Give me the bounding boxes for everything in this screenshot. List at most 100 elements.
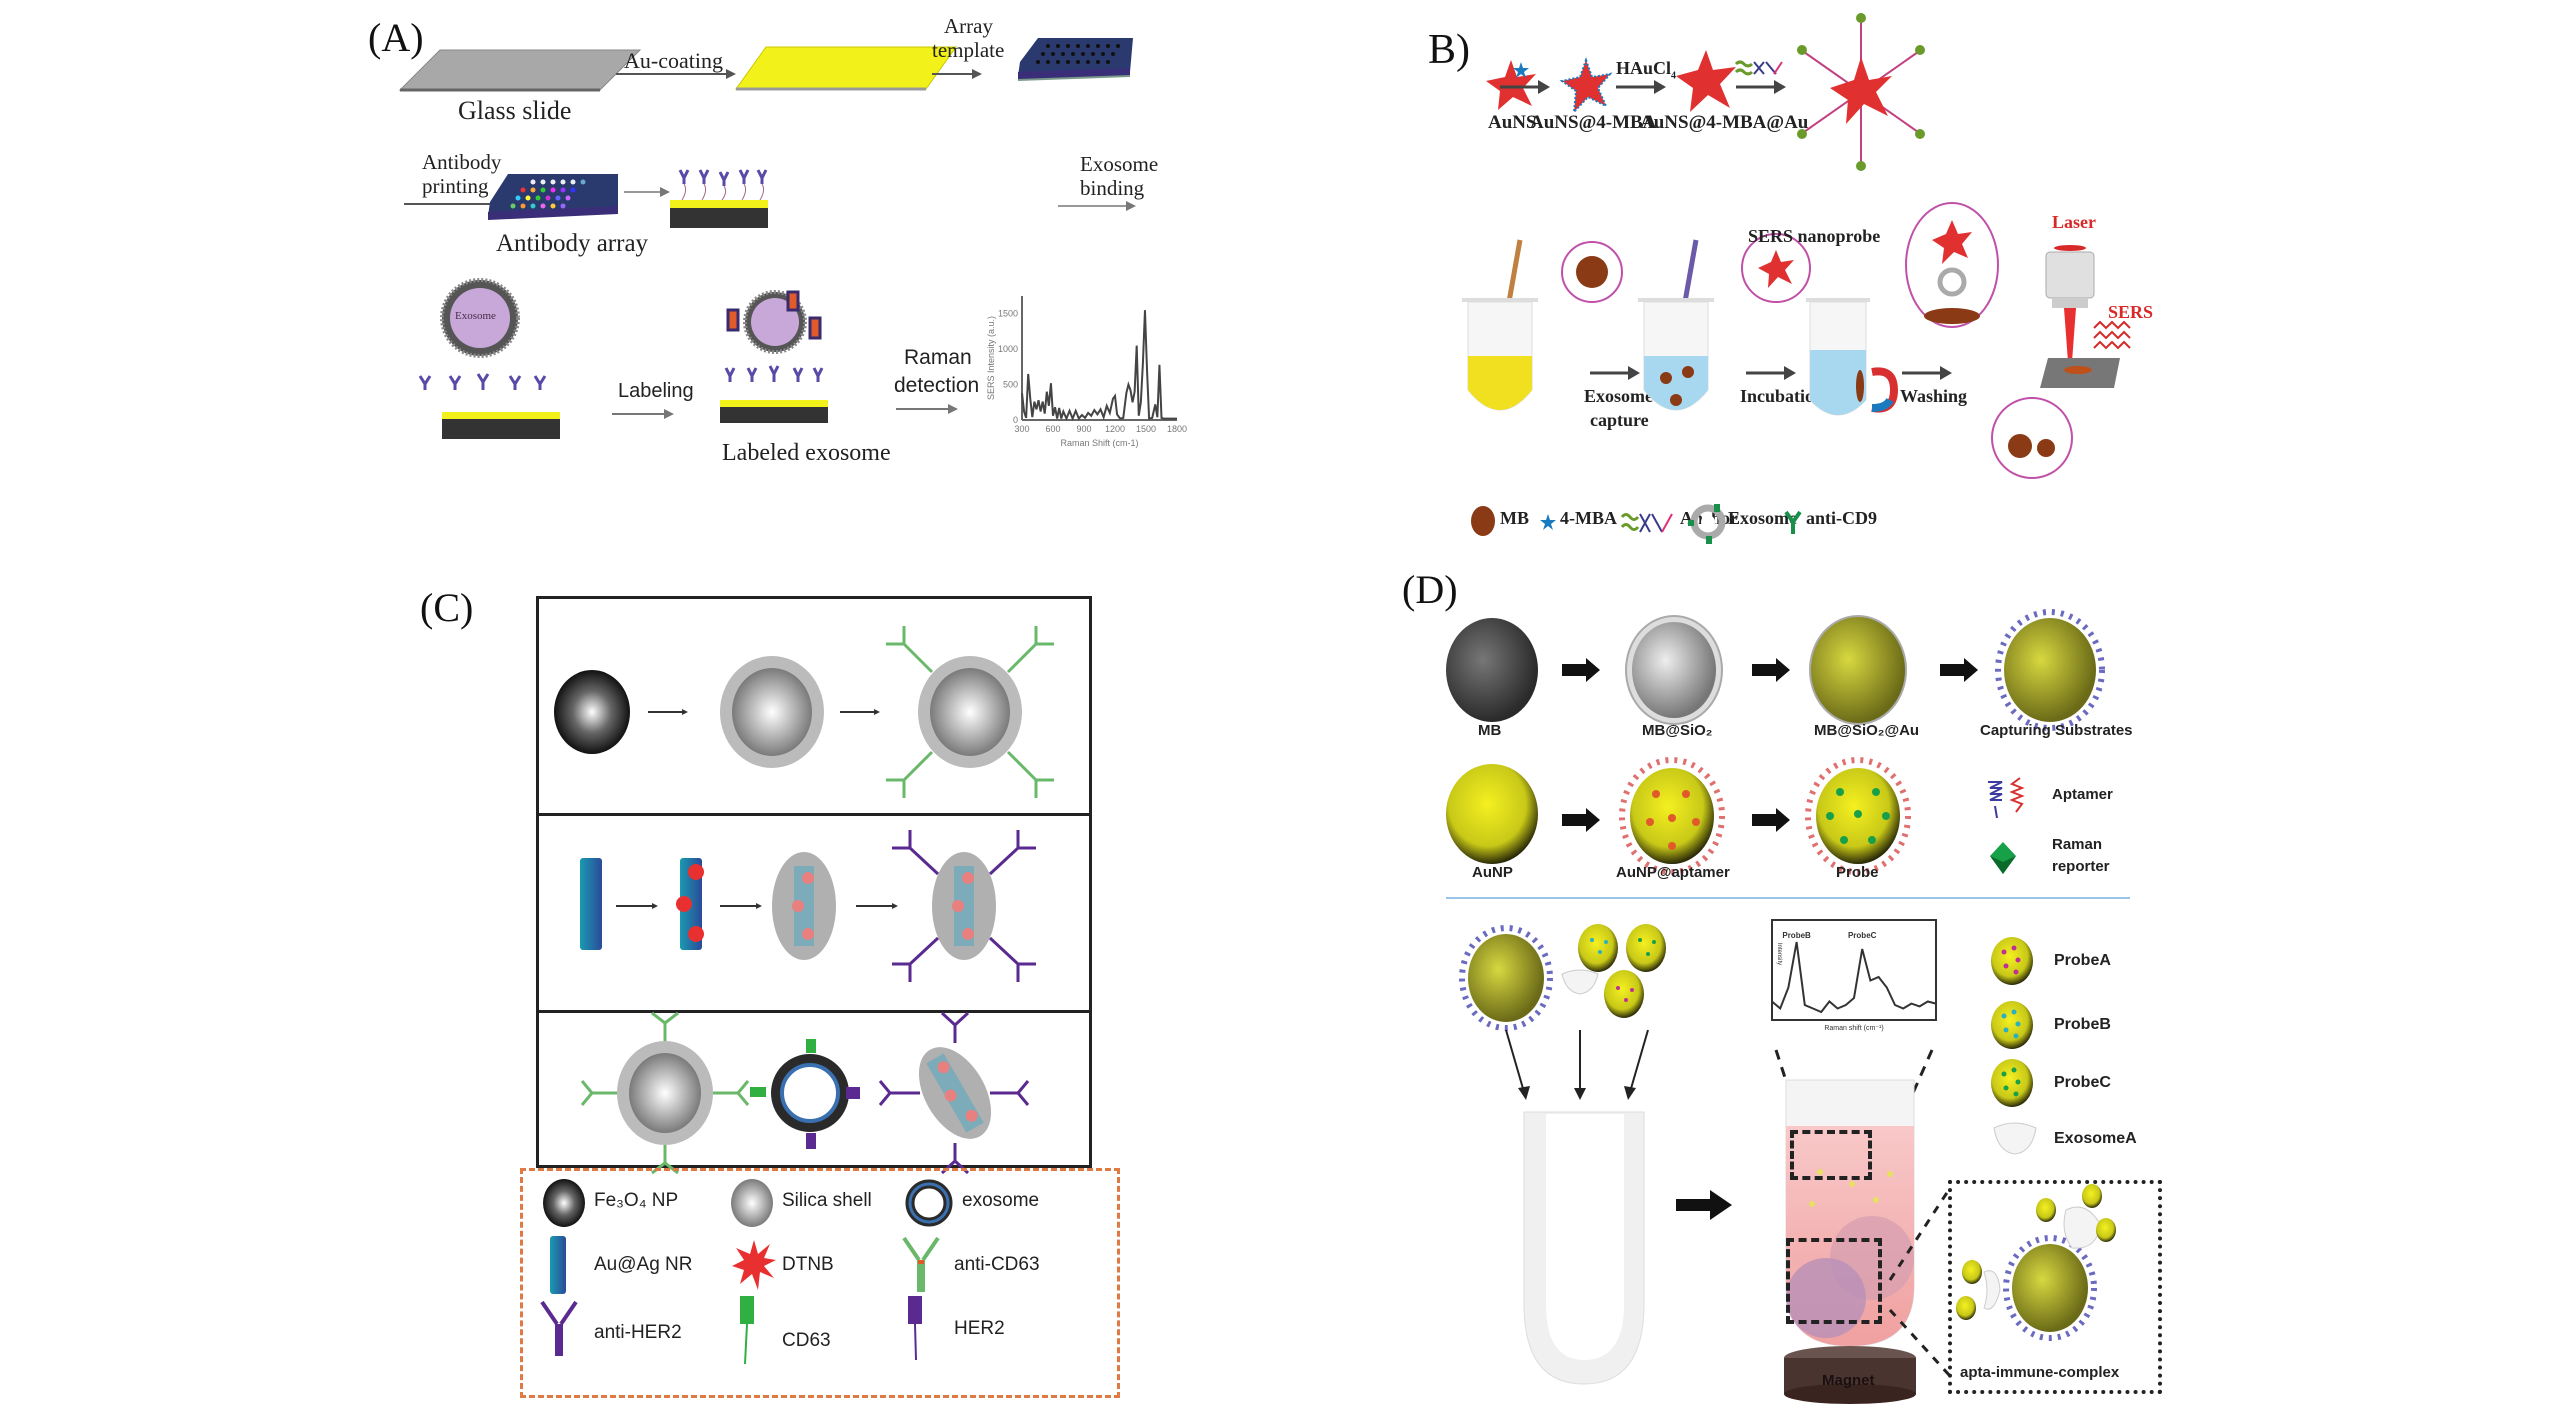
d-inputs-graphic — [1459, 924, 1666, 1031]
arrow-icon — [1616, 80, 1666, 94]
x-tick-label: 1500 — [1136, 424, 1156, 434]
exosome-text: Exosome — [455, 310, 496, 322]
legend-auag-label: Au@Ag NR — [594, 1254, 693, 1275]
x-tick-label: 900 — [1076, 424, 1091, 434]
d-legend-raman-label-1: Raman — [2052, 836, 2103, 853]
cd63-marker-icon — [740, 1296, 754, 1365]
d-label-mb-sio2-au: MB@SiO₂@Au — [1814, 722, 1920, 739]
sers-label: SERS — [2108, 302, 2154, 322]
tube-yellow-icon — [1462, 239, 1538, 411]
auns-mba-star-icon — [1559, 56, 1613, 115]
panel-b-label: B) — [1428, 27, 1470, 73]
exosome-capture-label-1: Exosome — [1584, 386, 1653, 406]
exosome-binding-label-1: Exosome — [1080, 152, 1159, 176]
fe3o4-np-icon — [543, 1179, 585, 1227]
raman-detection-label-2: detection — [894, 374, 980, 397]
apta-immune-complex-box — [1948, 1180, 2162, 1394]
exosome-binding-label-2: binding — [1080, 176, 1145, 200]
silica-shell-icon — [731, 1179, 773, 1227]
d-legend-aptamer-label: Aptamer — [2052, 786, 2113, 803]
arrow-icon — [624, 187, 670, 197]
au-coating-label: Au-coating — [624, 48, 723, 73]
y-axis-label: SERS Intensity (a.u.) — [986, 316, 996, 400]
legend-her2-label: HER2 — [954, 1318, 1005, 1339]
arrow-icon — [1058, 201, 1136, 211]
d-label-aunp: AuNP — [1472, 864, 1513, 881]
laser-label: Laser — [2052, 212, 2096, 232]
big-arrow-icon — [1676, 1190, 1732, 1220]
legend-exosome-label: Exosome — [1728, 508, 1797, 528]
spectrum-line — [1771, 941, 1937, 1014]
antibody-surface-graphic — [670, 169, 768, 228]
d-label-probe: Probe — [1836, 864, 1879, 881]
raman-detection-label-1: Raman — [904, 346, 972, 369]
panel-d-label: (D) — [1402, 567, 1458, 612]
auns-mba-au-star-icon — [1676, 50, 1736, 112]
c-row1-graphic — [554, 626, 1054, 798]
legend-fe3o4-label: Fe₃O₄ NP — [594, 1190, 679, 1211]
mba-legend-icon — [1540, 514, 1556, 530]
haucl4-text: HAuCl — [1616, 58, 1672, 78]
d-label-mb-sio2: MB@SiO₂ — [1642, 722, 1713, 739]
apta-immune-complex-graphic — [1956, 1184, 2116, 1341]
spectrum-line — [1021, 310, 1177, 422]
laser-objective-icon — [2045, 245, 2095, 362]
labeled-exosome-label: Labeled exosome — [722, 440, 891, 466]
tube-magnet-icon — [1806, 298, 1899, 416]
x-tick-label: 1800 — [1167, 424, 1187, 434]
sers-signal-icon — [2093, 320, 2131, 350]
arrow-icon — [1500, 80, 1550, 94]
d-zoom-box-upper — [1790, 1130, 1872, 1180]
y-tick-label: 1500 — [998, 309, 1018, 319]
d-label-aunp-aptamer: AuNP@aptamer — [1616, 864, 1730, 881]
c-step-box-3 — [536, 1010, 1092, 1168]
probe-c-label: ProbeC — [2054, 1074, 2111, 1091]
d-label-mb: MB — [1478, 722, 1502, 739]
haucl4-subscript: 4 — [1671, 70, 1677, 82]
legend-exosome-label: exosome — [962, 1190, 1040, 1211]
haucl4-label: HAuCl4 — [1616, 58, 1676, 82]
legend-4mba-label: 4-MBA — [1560, 508, 1617, 528]
d-label-capturing-substrates: Capturing Substrates — [1980, 722, 2133, 739]
gold-slide-graphic — [735, 46, 957, 91]
x-tick-label: 1200 — [1105, 424, 1125, 434]
sers-nanoprobe-icon — [1797, 13, 1925, 171]
d-section-divider — [1446, 897, 2130, 899]
arrow-icon — [1902, 366, 1952, 380]
labeled-exosome-graphic — [720, 290, 828, 423]
array-template-graphic — [1017, 38, 1133, 81]
magnet-label: Magnet — [1822, 1372, 1875, 1389]
mba-star-icon — [1513, 62, 1529, 78]
nanoprobe-zoom-circle-icon — [1741, 233, 1811, 303]
x-tick-label: 300 — [1014, 424, 1029, 434]
x-tick-label: 600 — [1045, 424, 1060, 434]
x-axis-label: Raman shift (cm⁻¹) — [1824, 1025, 1883, 1032]
binding-zoom-circle-icon — [1905, 202, 1999, 328]
d-zoom-box-lower — [1786, 1238, 1882, 1324]
antibody-array-label: Antibody array — [496, 230, 649, 257]
legend-anti-her2-label: anti-HER2 — [594, 1322, 682, 1343]
arrow-icon — [616, 69, 736, 79]
her2-marker-icon — [908, 1296, 922, 1361]
arrow-icon — [612, 409, 674, 419]
anti-her2-antibody-icon — [540, 1300, 578, 1356]
c-row2-graphic — [580, 830, 1036, 982]
legend-dtnb-label: DTNB — [782, 1254, 834, 1275]
complex-zoom-circle-icon — [1991, 397, 2073, 479]
sers-nanoprobe-label: SERS nanoprobe — [1748, 226, 1881, 246]
anchor-legend-icon — [1620, 513, 1673, 533]
incubation-label: Incubation — [1740, 386, 1825, 406]
magnet-base-icon — [1784, 1346, 1916, 1404]
d-row1-graphic — [1446, 609, 2105, 731]
exosome-a-label: ExosomeA — [2054, 1130, 2137, 1147]
probe-b-icon — [1991, 1001, 2033, 1049]
c-row3-graphic — [580, 1011, 1030, 1175]
legend-silica-label: Silica shell — [782, 1190, 872, 1211]
zoom-lines-complex — [1888, 1187, 1952, 1378]
empty-tube-icon — [1523, 1111, 1645, 1385]
y-tick-label: 500 — [1003, 380, 1018, 390]
antibody-printing-label-1: Antibody — [422, 150, 502, 174]
dtnb-burst-icon — [732, 1240, 776, 1290]
